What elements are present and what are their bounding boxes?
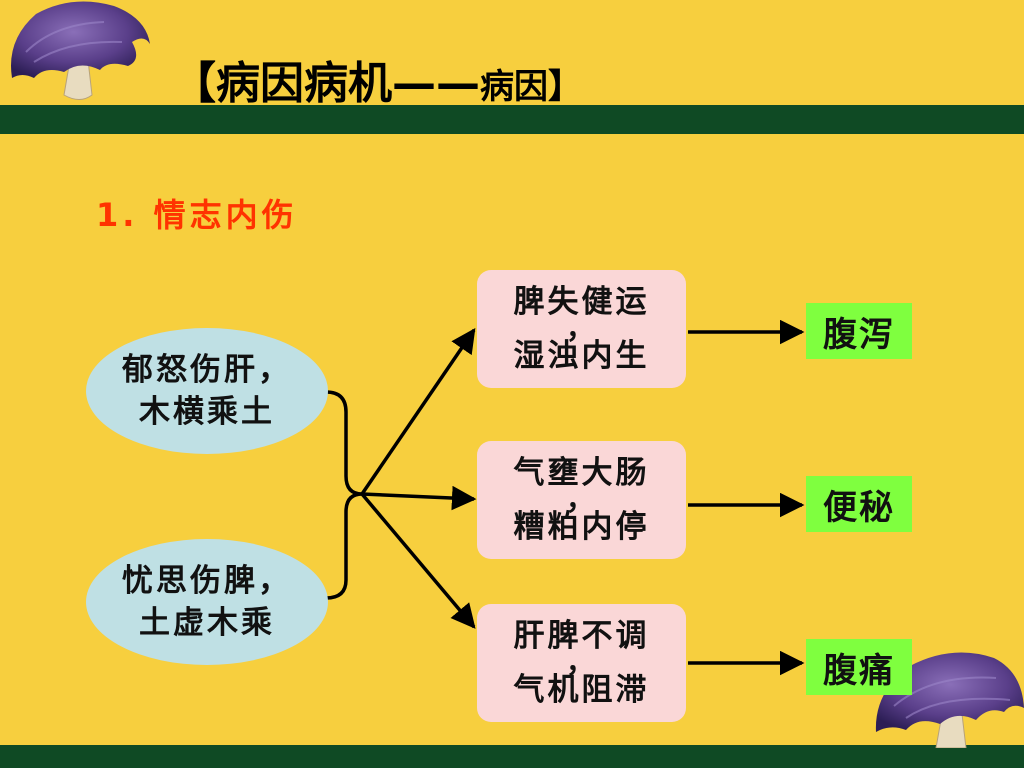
mechanism-node-3: 肝脾不调 ， 气机阻滞 bbox=[477, 604, 686, 722]
mechanism-line: 糟粕内停 bbox=[477, 507, 686, 547]
cause-line: 郁怒伤肝， bbox=[122, 349, 292, 391]
result-abdominal-pain: 腹痛 bbox=[806, 639, 912, 695]
mechanism-node-1: 脾失健运 ， 湿浊内生 bbox=[477, 270, 686, 388]
cause-line: 忧思伤脾， bbox=[122, 560, 292, 602]
arrow-to-mechanism-1 bbox=[362, 330, 474, 494]
arrow-to-mechanism-3 bbox=[362, 494, 474, 627]
result-diarrhea: 腹泻 bbox=[806, 303, 912, 359]
mechanism-line: 湿浊内生 bbox=[477, 336, 686, 376]
cause-line: 土虚木乘 bbox=[122, 602, 292, 644]
mechanism-line: 气机阻滞 bbox=[477, 670, 686, 710]
cause-node-liver: 郁怒伤肝， 木横乘土 bbox=[86, 328, 328, 454]
brace-connector bbox=[326, 392, 362, 598]
mechanism-node-2: 气壅大肠 ， 糟粕内停 bbox=[477, 441, 686, 559]
result-constipation: 便秘 bbox=[806, 476, 912, 532]
arrow-to-mechanism-2 bbox=[362, 494, 474, 499]
cause-node-spleen: 忧思伤脾， 土虚木乘 bbox=[86, 539, 328, 665]
cause-line: 木横乘土 bbox=[122, 391, 292, 433]
